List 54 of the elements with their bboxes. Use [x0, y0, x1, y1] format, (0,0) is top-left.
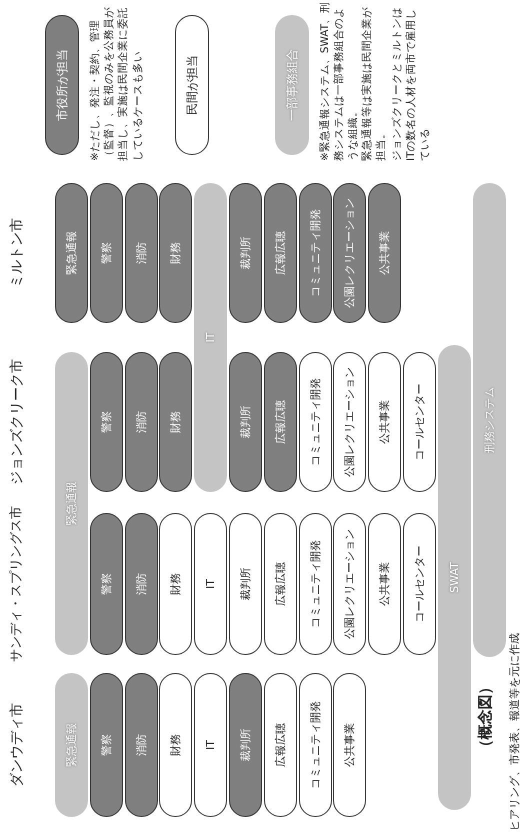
service-bar: IT	[194, 183, 228, 492]
service-bar: 財務	[159, 673, 192, 817]
source-note: ヒアリング、市発表、報道等を元に作成	[508, 632, 522, 831]
service-bar: 消防	[124, 183, 158, 323]
service-bar: 広報広聴	[264, 183, 297, 323]
city-name: ミルトン市	[8, 217, 26, 290]
service-bar: 広報広聴	[264, 513, 297, 655]
service-bar: SWAT	[438, 345, 471, 810]
service-bar: 公共事業	[368, 183, 402, 323]
service-bar: 警察	[90, 352, 123, 492]
note-text: ジョンズクリークとミルトンはITの数名の人材を両市で雇用している	[390, 6, 432, 161]
service-bar: 公共事業	[333, 673, 366, 817]
service-bar: 財務	[159, 513, 192, 655]
service-bar: 警察	[90, 183, 123, 323]
legend-key: 市役所が担当	[45, 15, 79, 155]
service-bar: 裁判所	[229, 352, 262, 492]
service-bar: コミュニティ開発	[298, 513, 332, 655]
service-bar: コミュニティ開発	[298, 183, 332, 323]
service-bar: 広報広聴	[264, 352, 297, 492]
service-bar: IT	[194, 673, 228, 817]
service-bar: 公園レクリエーション	[333, 183, 366, 323]
service-bar: コミュニティ開発	[298, 673, 332, 817]
service-bar: 裁判所	[229, 513, 262, 655]
note-text: ※ただし、発注・契約、管理（監督）、監視のみを公務員が担当し、実施は民間企業に委託しているケースも多い	[88, 6, 145, 161]
service-bar: 警察	[90, 513, 123, 655]
service-bar: 財務	[159, 183, 192, 323]
city-name: ジョンズクリーク市	[8, 358, 26, 487]
service-bar: 公共事業	[368, 513, 402, 655]
city-name: ダンウディ市	[8, 702, 26, 789]
note-text: ※緊急通報システム、SWAT、刑務システムは一部事務組合のような組織。	[318, 1, 360, 161]
service-bar: 財務	[159, 352, 192, 492]
service-bar: 公園レクリエーション	[333, 352, 366, 492]
service-bar: 公共事業	[368, 352, 402, 492]
service-bar: 消防	[124, 352, 158, 492]
service-bar: 公園レクリエーション	[333, 513, 366, 655]
service-bar: コールセンター	[403, 352, 436, 492]
note-text: 緊急通報等は実施は民間企業が担当。	[360, 6, 388, 161]
service-bar: 緊急通報	[55, 352, 88, 655]
service-bar: コールセンター	[403, 513, 436, 655]
legend-key: 一部事務組合	[275, 15, 309, 155]
service-bar: 広報広聴	[264, 673, 297, 817]
service-bar: IT	[194, 513, 228, 655]
service-bar: 刑務システム	[472, 183, 506, 657]
legend-key: 民間が担当	[175, 15, 209, 155]
service-bar: 緊急通報	[55, 183, 88, 323]
service-bar: 消防	[124, 513, 158, 655]
service-bar: 裁判所	[229, 183, 262, 323]
caption: （概念図）	[476, 678, 495, 756]
service-bar: コミュニティ開発	[298, 352, 332, 492]
service-bar: 緊急通報	[55, 673, 88, 817]
city-name: サンディ・スプリングス市	[8, 505, 25, 663]
service-bar: 裁判所	[229, 673, 262, 817]
service-bar: 警察	[90, 673, 123, 817]
service-bar: 消防	[124, 673, 158, 817]
